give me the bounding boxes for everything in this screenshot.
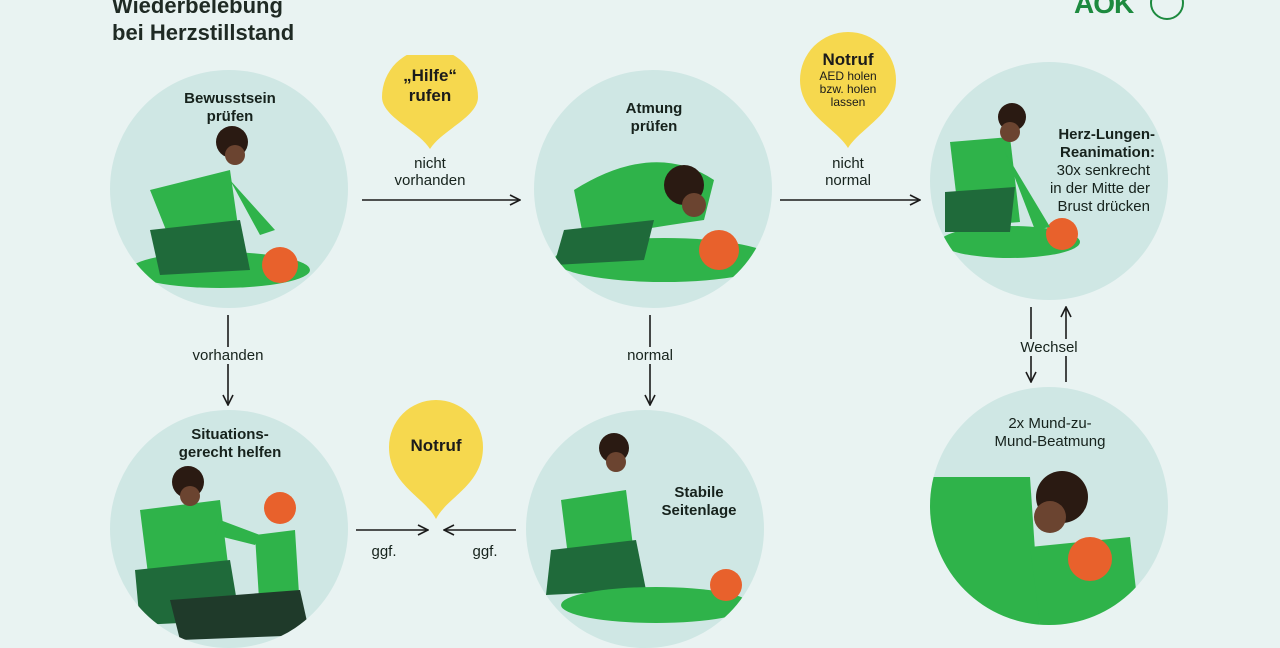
mouth-to-mouth-figure (930, 471, 1140, 625)
step-circle-situation: Situations- gerecht helfen (110, 410, 348, 648)
title-line-2: bei Herzstillstand (112, 20, 295, 45)
step-label-recovery: Stabile Seitenlage (661, 484, 737, 519)
step-circle-cpr: Herz-Lungen- Reanimation: 30x senkrecht … (930, 62, 1168, 300)
step-label-mouth: 2x Mund-zu- Mund-Beatmung (994, 415, 1106, 450)
edge-label-optional-left: ggf. (371, 543, 397, 560)
step-label-breathing: Atmung prüfen (625, 100, 683, 135)
pin-help-text: „Hilfe“ rufen (403, 66, 457, 105)
edge-label-not-normal: nicht normal (825, 155, 871, 189)
pin-emergency-aed (800, 32, 896, 148)
pin-emergency (389, 400, 483, 519)
recovery-position-figure (546, 433, 751, 623)
step-description-cpr: 30x senkrecht in der Mitte der Brust drü… (1049, 162, 1150, 215)
pin-emergency-aed-text: Notruf AED holen bzw. holen lassen (819, 50, 877, 109)
helper-assisting-figure (135, 466, 310, 640)
step-circle-mouth: 2x Mund-zu- Mund-Beatmung (930, 387, 1168, 625)
edge-label-present: vorhanden (168, 347, 288, 364)
step-label-cpr: Herz-Lungen- Reanimation: (1058, 126, 1155, 161)
edge-label-optional-right: ggf. (472, 543, 498, 560)
pin-emergency-text: Notruf (410, 436, 462, 455)
step-circle-recovery: Stabile Seitenlage (526, 410, 764, 648)
pin-help (382, 55, 478, 149)
rescuer-breathing-check-figure (554, 162, 772, 282)
edge-label-switch: Wechsel (1004, 339, 1094, 356)
rescuer-checking-figure (130, 126, 310, 288)
title-line-1: Wiederbelebung (112, 0, 283, 18)
step-label-consciousness: Bewusstsein prüfen (184, 90, 276, 125)
edge-label-normal: normal (600, 347, 700, 364)
page-title: Wiederbelebung bei Herzstillstand (112, 0, 294, 46)
step-circle-breathing: Atmung prüfen (534, 70, 772, 308)
edge-label-absent: nicht vorhanden (394, 155, 466, 189)
aok-logo: AOK (1074, 0, 1134, 19)
rescuer-cpr-figure (940, 103, 1080, 258)
step-label-situation: Situations- gerecht helfen (178, 426, 282, 461)
step-circle-consciousness: Bewusstsein prüfen (110, 70, 348, 308)
